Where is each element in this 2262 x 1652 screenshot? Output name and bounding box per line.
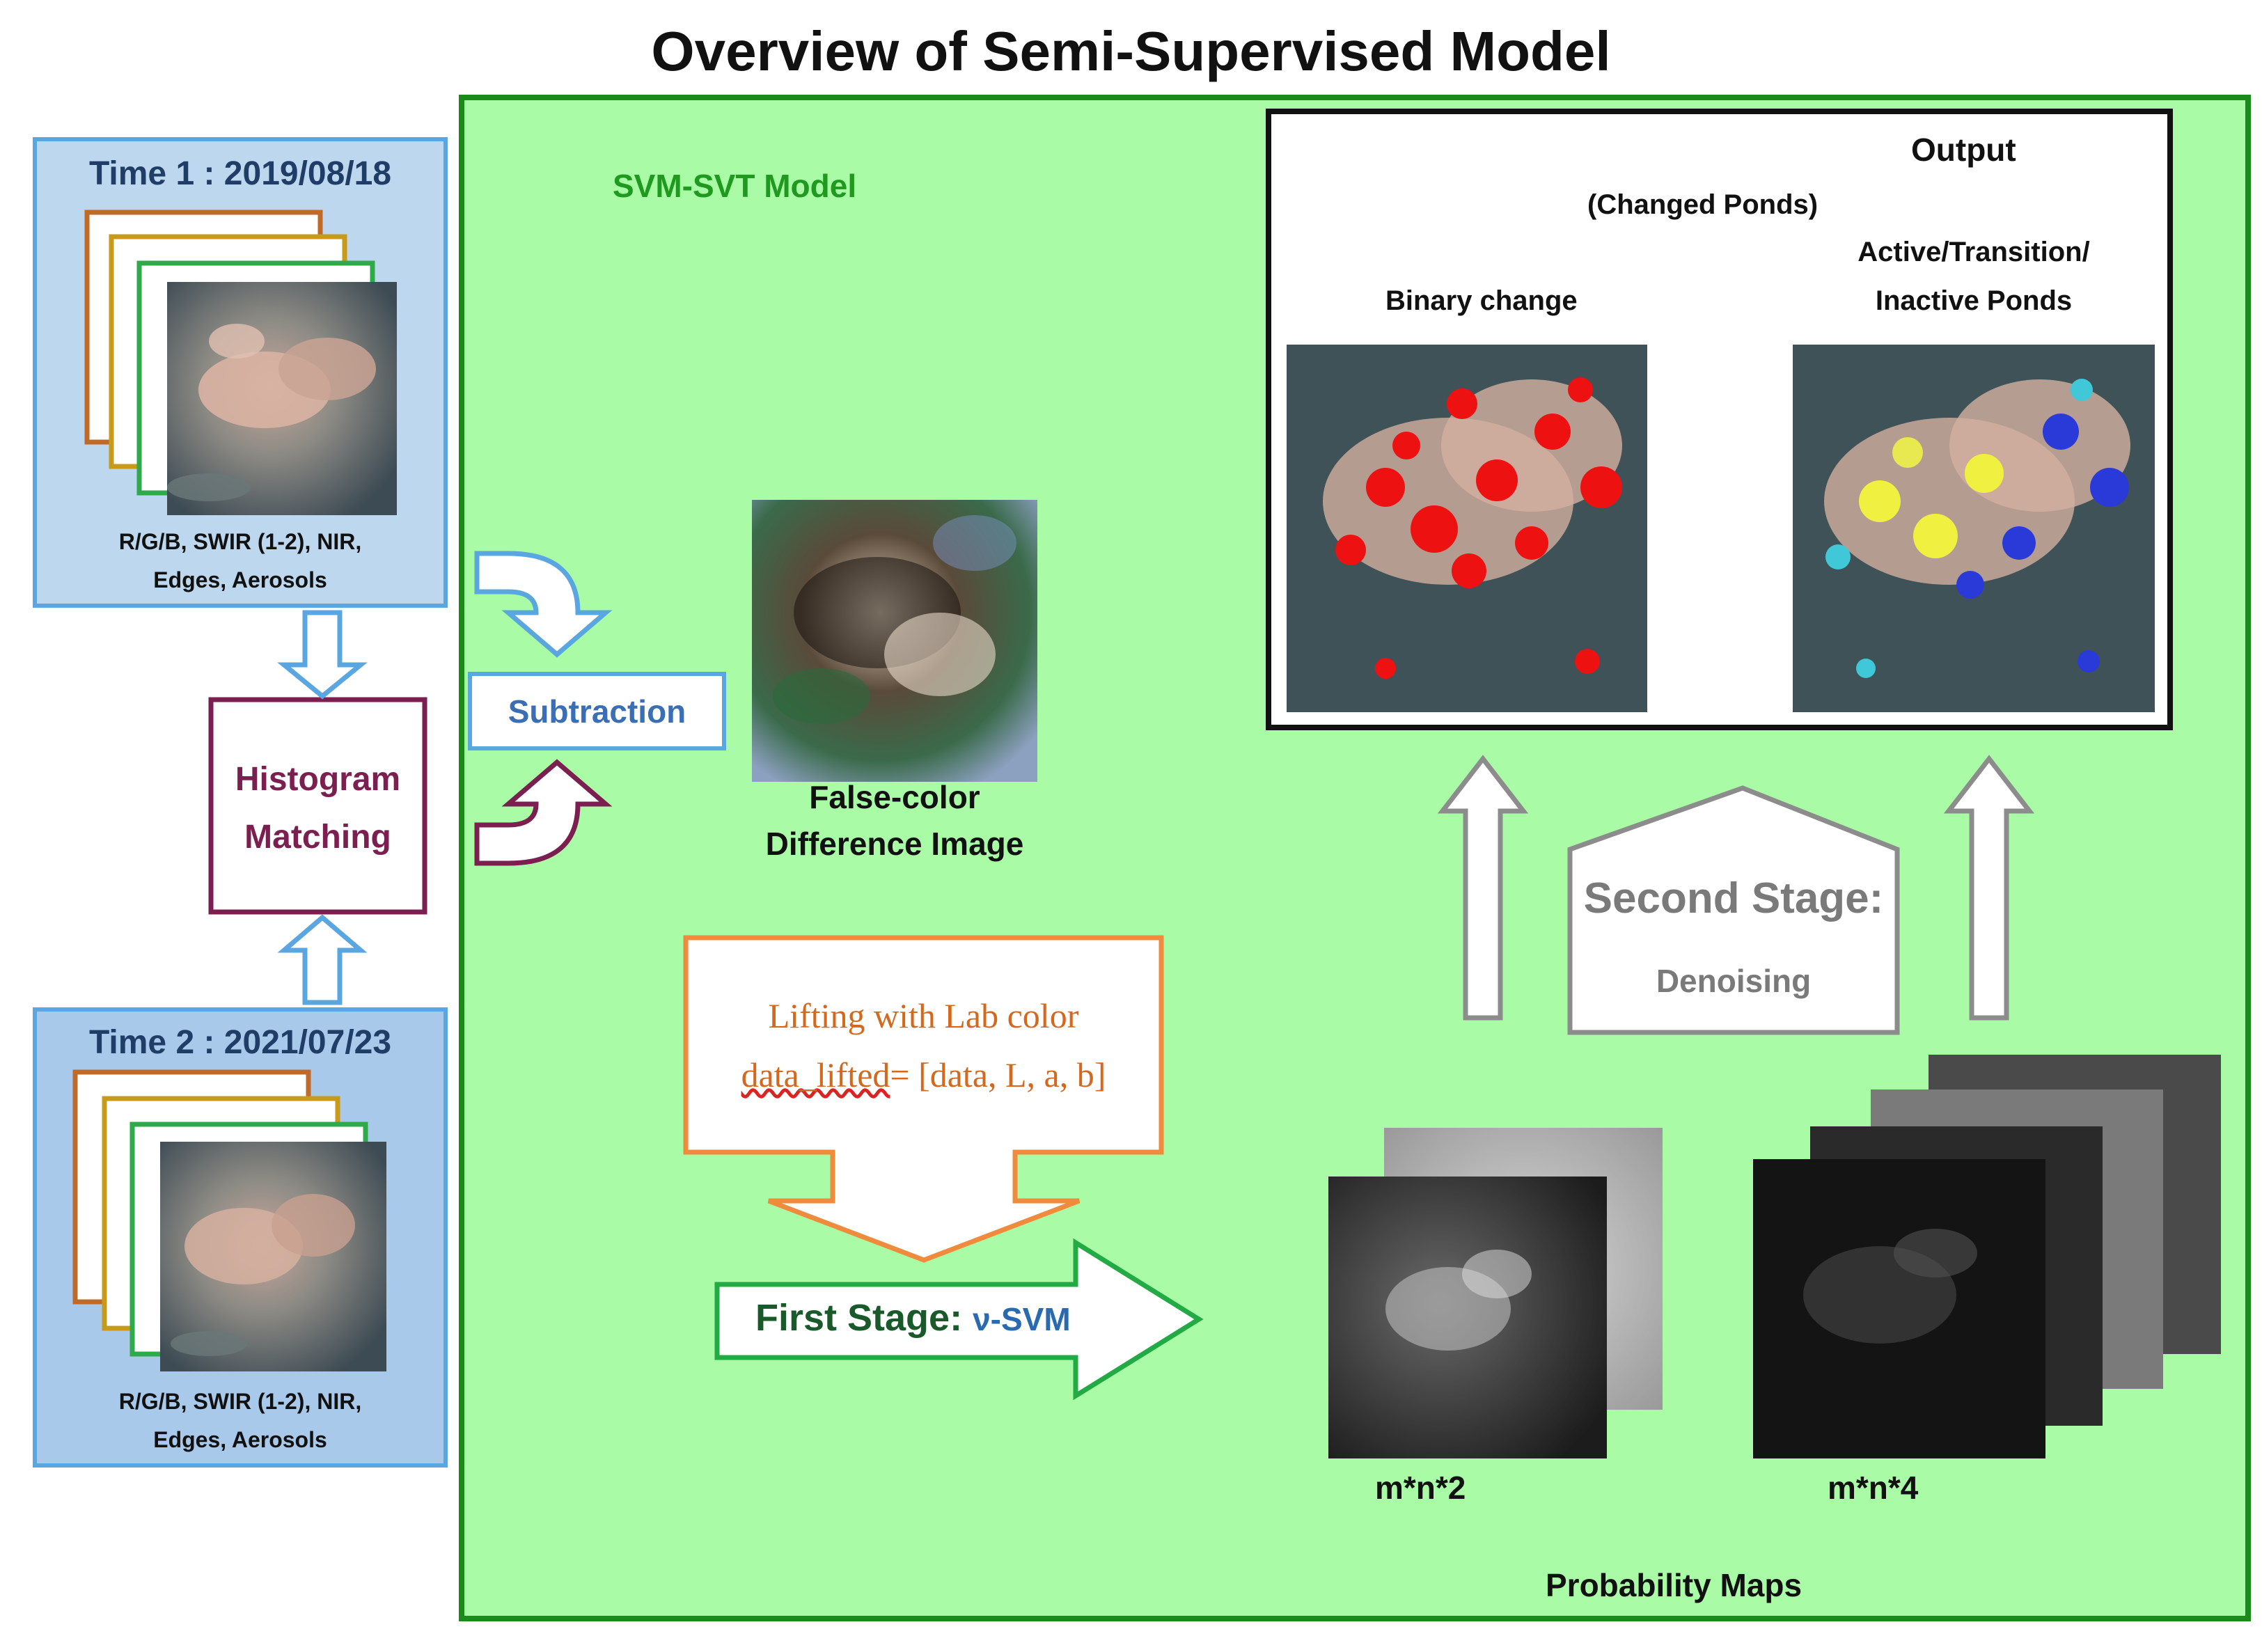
lifting-formula: data_lifted= [data, L, a, b]: [686, 1055, 1161, 1095]
satellite-image-time2: [160, 1142, 386, 1371]
curved-arrow-icon: [474, 551, 613, 658]
arrow-up-icon: [1437, 755, 1529, 1021]
time1-bands-line1: R/G/B, SWIR (1-2), NIR,: [118, 529, 362, 554]
first-stage-method: ν-SVM: [973, 1301, 1071, 1337]
arrow-up-icon: [277, 914, 368, 1005]
histogram-label-line1: Histogram: [235, 761, 401, 798]
time2-bands-line2: Edges, Aerosols: [153, 1427, 327, 1452]
subtraction-label: Subtraction: [508, 693, 686, 730]
difference-label-line1: False-color: [809, 779, 980, 815]
lifting-callout: [683, 935, 1164, 1263]
pond-classes-image: [1793, 345, 2155, 712]
arrow-down-icon: [277, 610, 368, 700]
prob-map-4-label: m*n*4: [1828, 1470, 1919, 1506]
lifting-formula-var: data_lifted: [741, 1055, 890, 1094]
difference-image: [752, 500, 1037, 782]
second-stage-box: [1567, 785, 1900, 1035]
time2-label: Time 2 : 2021/07/23: [88, 1024, 392, 1061]
satellite-image-time1: [167, 282, 397, 515]
time2-bands-line1: R/G/B, SWIR (1-2), NIR,: [118, 1389, 362, 1414]
time1-label: Time 1 : 2019/08/18: [88, 155, 392, 192]
probability-maps-4: [1753, 1055, 2221, 1458]
histogram-matching-box: [208, 697, 427, 915]
arrow-up-icon: [1943, 755, 2035, 1021]
time1-bands-line2: Edges, Aerosols: [153, 567, 327, 592]
binary-change-image: [1287, 345, 1647, 712]
time1-box: [33, 137, 448, 608]
first-stage-label: First Stage: ν-SVM: [755, 1296, 1071, 1339]
second-stage-sub: Denoising: [1656, 963, 1812, 999]
classes-label-line2: Inactive Ponds: [1875, 285, 2073, 316]
prob-maps-caption: Probability Maps: [1546, 1567, 1802, 1603]
model-label: SVM-SVT Model: [613, 168, 857, 204]
classes-label-line1: Active/Transition/: [1857, 237, 2090, 267]
output-title: Output: [1911, 132, 2016, 168]
lifting-formula-rest: = [data, L, a, b]: [890, 1055, 1106, 1094]
page-title: Overview of Semi-Supervised Model: [651, 20, 1611, 82]
lifting-text-line1: Lifting with Lab color: [768, 996, 1079, 1035]
curved-arrow-icon: [474, 759, 613, 866]
second-stage-label: Second Stage:: [1583, 874, 1884, 922]
prob-map-2-label: m*n*2: [1375, 1470, 1466, 1506]
binary-change-label: Binary change: [1385, 285, 1578, 316]
output-subtitle: (Changed Ponds): [1587, 189, 1819, 220]
time2-box: [33, 1007, 448, 1468]
block-arrow-icon: [714, 1238, 1204, 1401]
histogram-label-line2: Matching: [244, 819, 391, 856]
difference-label-line2: Difference Image: [765, 826, 1024, 862]
subtraction-box: [468, 672, 726, 750]
first-stage-text: First Stage:: [755, 1297, 973, 1339]
probability-maps-2: [1328, 1128, 1663, 1458]
